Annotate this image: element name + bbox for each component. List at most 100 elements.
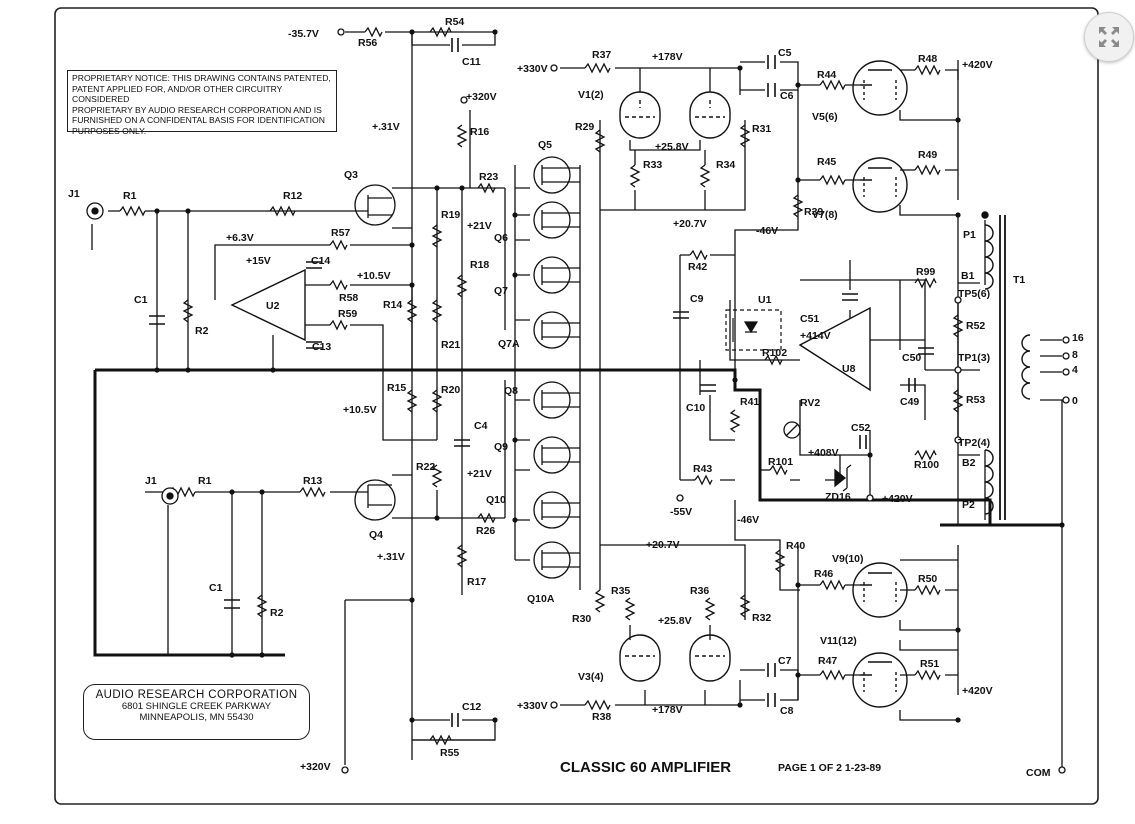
tube-v7 bbox=[852, 157, 908, 213]
transistor-q8 bbox=[533, 381, 571, 419]
resistor-r23 bbox=[477, 182, 496, 194]
label-p2: P2 bbox=[962, 499, 975, 511]
transistor-q3 bbox=[354, 184, 396, 226]
label-r59: R59 bbox=[338, 308, 357, 320]
tube-v11 bbox=[852, 652, 908, 708]
tube-v5 bbox=[852, 60, 908, 116]
capacitor-c1-top bbox=[149, 315, 165, 325]
resistor-r50 bbox=[914, 584, 941, 596]
label-r2a: R2 bbox=[195, 325, 209, 337]
resistor-symbols bbox=[119, 26, 964, 746]
label-tp5: TP5(6) bbox=[958, 288, 990, 300]
label-r38: R38 bbox=[592, 711, 611, 723]
label-c11: C11 bbox=[462, 56, 481, 68]
capacitor-c10 bbox=[700, 384, 716, 392]
resistor-r101 bbox=[769, 464, 788, 476]
opamp-u8 bbox=[798, 306, 871, 392]
capacitor-c49 bbox=[908, 378, 916, 392]
resistor-r21 bbox=[431, 299, 443, 323]
label-r36: R36 bbox=[690, 585, 709, 597]
label-v-258b: +25.8V bbox=[658, 615, 692, 627]
expand-icon bbox=[1099, 27, 1119, 47]
label-r55: R55 bbox=[440, 747, 459, 759]
page-info: PAGE 1 OF 2 1-23-89 bbox=[778, 762, 881, 774]
label-r14: R14 bbox=[383, 299, 402, 311]
potentiometer-rv2 bbox=[783, 421, 801, 439]
label-r30: R30 bbox=[572, 613, 591, 625]
resistor-r17 bbox=[456, 544, 468, 568]
resistor-r36 bbox=[704, 597, 716, 621]
label-j1b: J1 bbox=[145, 475, 157, 487]
label-v-m46a: -46V bbox=[756, 225, 778, 237]
notice-line: PATENT APPLIED FOR, AND/OR OTHER CIRCUIT… bbox=[72, 83, 283, 105]
label-c9: C9 bbox=[690, 293, 704, 305]
capacitor-c6 bbox=[767, 83, 776, 97]
opamp-symbols bbox=[230, 268, 871, 392]
label-tp2: TP2(4) bbox=[958, 437, 990, 449]
label-v-258a: +25.8V bbox=[655, 141, 689, 153]
label-v-207a: +20.7V bbox=[673, 218, 707, 230]
label-r29: R29 bbox=[575, 121, 594, 133]
resistor-r34 bbox=[699, 164, 711, 188]
label-r1b: R1 bbox=[198, 475, 212, 487]
label-b1: B1 bbox=[961, 270, 975, 282]
label-q8: Q8 bbox=[504, 385, 518, 397]
label-v-21b: +21V bbox=[467, 468, 492, 480]
label-r101: R101 bbox=[768, 456, 793, 468]
label-o16: 16 bbox=[1072, 332, 1084, 344]
label-r58: R58 bbox=[339, 292, 358, 304]
label-r48: R48 bbox=[918, 53, 937, 65]
resistor-r55 bbox=[429, 734, 452, 746]
notice-line: PROPRIETARY BY AUDIO RESEARCH CORPORATIO… bbox=[72, 104, 322, 115]
label-v-420a: +420V bbox=[962, 59, 993, 71]
label-v1: V1(2) bbox=[578, 89, 604, 101]
label-v-207b: +20.7V bbox=[646, 539, 680, 551]
label-r51: R51 bbox=[920, 658, 939, 670]
label-c7: C7 bbox=[778, 655, 792, 667]
tube-v3-a bbox=[619, 634, 661, 682]
label-r2b: R2 bbox=[270, 607, 284, 619]
label-v-414: +414V bbox=[800, 330, 831, 342]
tube-v1-b bbox=[689, 91, 731, 139]
label-r99: R99 bbox=[916, 266, 935, 278]
label-c10: C10 bbox=[686, 402, 705, 414]
transistor-q7a bbox=[533, 311, 571, 349]
label-r19: R19 bbox=[441, 209, 460, 221]
terminals bbox=[86, 28, 1070, 774]
resistor-r48 bbox=[914, 64, 941, 76]
resistor-r53 bbox=[952, 389, 964, 413]
resistor-r30 bbox=[594, 589, 606, 613]
label-r17: R17 bbox=[467, 576, 486, 588]
resistor-r45 bbox=[819, 174, 846, 186]
label-r52: R52 bbox=[966, 320, 985, 332]
resistor-r12 bbox=[269, 205, 296, 217]
label-b2: B2 bbox=[962, 457, 976, 469]
label-r13: R13 bbox=[303, 475, 322, 487]
notice-line: FURNISHED ON A CONFIDENTAL BASIS FOR IDE… bbox=[72, 115, 325, 125]
tube-v3-b bbox=[689, 634, 731, 682]
label-r43: R43 bbox=[693, 463, 712, 475]
label-r35: R35 bbox=[611, 585, 630, 597]
label-c5: C5 bbox=[778, 47, 792, 59]
label-r42: R42 bbox=[688, 261, 707, 273]
zener-zd16 bbox=[834, 464, 852, 492]
label-v9: V9(10) bbox=[832, 553, 864, 565]
label-q7: Q7 bbox=[494, 285, 508, 297]
label-v3: V3(4) bbox=[578, 671, 604, 683]
label-u1: U1 bbox=[758, 294, 772, 306]
label-v-21a: +21V bbox=[467, 220, 492, 232]
label-c6: C6 bbox=[780, 90, 794, 102]
label-c14: C14 bbox=[311, 255, 330, 267]
expand-button[interactable] bbox=[1084, 12, 1134, 62]
label-q9: Q9 bbox=[494, 441, 508, 453]
resistor-r58 bbox=[329, 279, 348, 291]
label-q4: Q4 bbox=[369, 529, 383, 541]
resistor-r40 bbox=[774, 549, 786, 573]
resistor-r54 bbox=[429, 26, 452, 38]
company-address-line1: 6801 SHINGLE CREEK PARKWAY bbox=[121, 701, 272, 712]
notice-line: PURPOSES ONLY. bbox=[72, 125, 147, 136]
resistor-r31 bbox=[739, 124, 751, 148]
label-r39: R39 bbox=[804, 206, 823, 218]
label-r32: R32 bbox=[752, 612, 771, 624]
